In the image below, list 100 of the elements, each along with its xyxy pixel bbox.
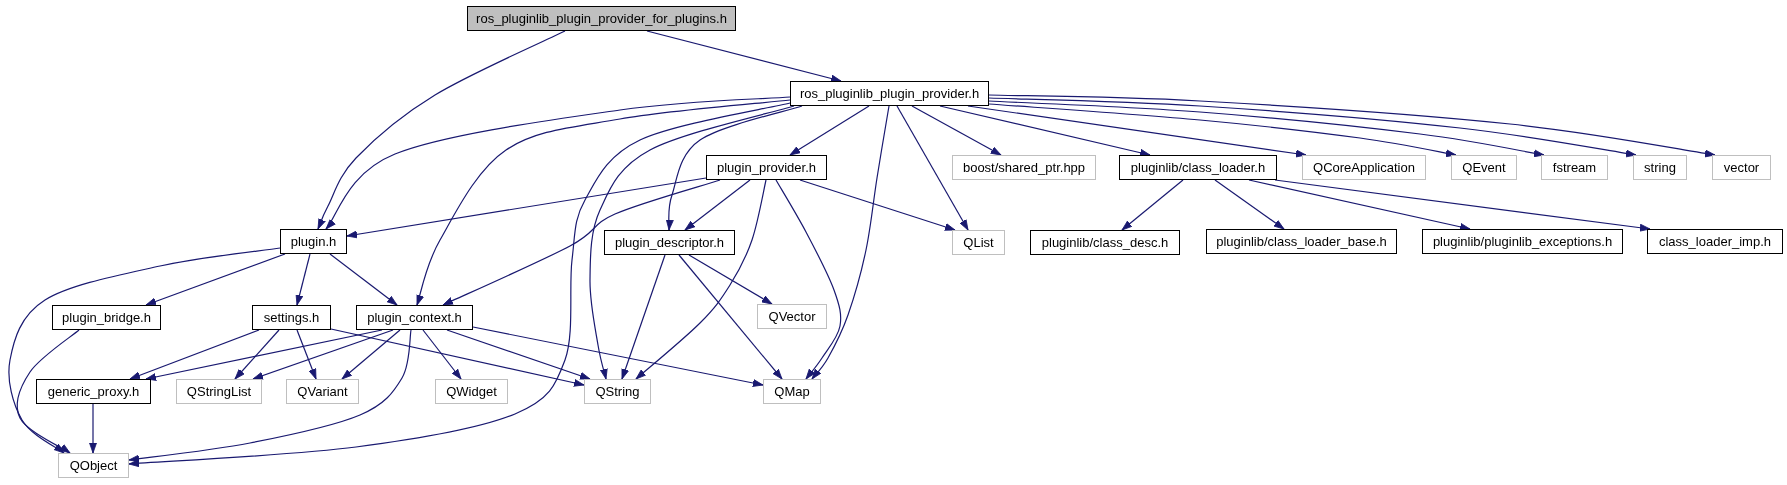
arrow [1121, 179, 1184, 231]
arrow [16, 329, 80, 454]
external-header-box [435, 379, 508, 404]
arrow [988, 100, 1545, 158]
header-file-box [604, 230, 735, 255]
highlighted-file-box [467, 6, 736, 31]
arrow [789, 105, 870, 156]
file-name: pluginlib/class_desc.h [1041, 236, 1169, 249]
arrow [684, 179, 751, 231]
arrow [1274, 179, 1651, 232]
arrow [295, 253, 311, 306]
arrow [988, 94, 1716, 158]
file-name: ros_pluginlib_plugin_provider_for_plugins.h [476, 12, 727, 25]
external-header-box [757, 304, 827, 329]
arrow [8, 247, 281, 454]
arrow [234, 329, 280, 380]
arrow [446, 329, 591, 380]
header-file-box [52, 305, 161, 330]
arrow [145, 329, 383, 381]
arrow [89, 403, 97, 454]
header-file-box [36, 379, 151, 404]
file-name: string [1644, 161, 1676, 174]
file-name: QStringList [186, 385, 252, 398]
external-header-box [952, 230, 1005, 255]
header-file-box [1030, 230, 1180, 255]
external-header-box [1541, 155, 1608, 180]
file-name: QMap [774, 385, 810, 398]
arrow [939, 105, 1151, 157]
file-name: vector [1723, 161, 1760, 174]
arrow [911, 105, 1002, 156]
arrow [325, 96, 791, 230]
file-name: plugin_descriptor.h [614, 236, 725, 249]
arrow [128, 102, 791, 468]
file-name: plugin_bridge.h [62, 311, 151, 324]
arrow [1214, 179, 1285, 230]
file-name: plugin_provider.h [717, 161, 816, 174]
arrow [346, 177, 707, 239]
header-file-box [1206, 229, 1397, 254]
arrow [775, 179, 842, 380]
file-name: QList [963, 236, 994, 249]
file-name: QVariant [297, 385, 348, 398]
arrow [128, 329, 412, 463]
arrow [145, 253, 286, 306]
file-name: plugin_context.h [367, 311, 462, 324]
arrow [988, 103, 1457, 158]
arrow [688, 254, 773, 305]
external-header-box [286, 379, 359, 404]
file-name: pluginlib/class_loader.h [1130, 161, 1266, 174]
file-name: QWidget [446, 385, 497, 398]
arrow [635, 179, 767, 380]
arrow [329, 253, 398, 306]
arrow [422, 329, 462, 380]
file-name: ros_pluginlib_plugin_provider.h [799, 87, 980, 100]
file-name: pluginlib/pluginlib_exceptions.h [1432, 235, 1613, 248]
header-file-box [706, 155, 827, 180]
arrow [296, 329, 317, 380]
header-file-box [1119, 155, 1277, 180]
arrow [665, 105, 803, 231]
header-file-box [356, 305, 473, 330]
external-header-box [952, 155, 1096, 180]
file-name: settings.h [263, 311, 320, 324]
file-name: QString [595, 385, 640, 398]
header-file-box [1422, 229, 1623, 254]
file-name: QEvent [1462, 161, 1506, 174]
arrow [621, 254, 666, 380]
external-header-box [58, 453, 129, 478]
arrow [442, 179, 721, 306]
file-name: class_loader_imp.h [1659, 235, 1771, 248]
arrow [330, 328, 585, 387]
arrow [1248, 179, 1471, 231]
file-name: boost/shared_ptr.hpp [962, 161, 1086, 174]
external-header-box [1712, 155, 1771, 180]
external-header-box [584, 379, 651, 404]
arrow [811, 105, 890, 380]
arrow [896, 105, 969, 231]
arrow [988, 97, 1637, 158]
header-file-box [280, 229, 347, 254]
arrow [472, 326, 764, 387]
external-header-box [1302, 155, 1426, 180]
header-file-box [790, 81, 989, 106]
file-name: QObject [69, 459, 118, 472]
external-header-box [1451, 155, 1517, 180]
arrow [799, 179, 956, 231]
file-name: fstream [1552, 161, 1597, 174]
file-name: QCoreApplication [1313, 161, 1415, 174]
arrow [252, 329, 394, 380]
arrow [317, 30, 566, 230]
header-file-box [1647, 229, 1783, 254]
external-header-box [763, 379, 821, 404]
file-name: pluginlib/class_loader_base.h [1216, 235, 1387, 248]
file-name: plugin.h [290, 235, 337, 248]
arrow [341, 329, 401, 380]
header-file-box [252, 305, 331, 330]
arrow [678, 254, 783, 380]
external-header-box [1633, 155, 1687, 180]
arrow [589, 105, 795, 380]
arrow [129, 329, 260, 380]
file-name: generic_proxy.h [47, 385, 140, 398]
file-name: QVector [768, 310, 816, 323]
arrow [646, 30, 842, 83]
